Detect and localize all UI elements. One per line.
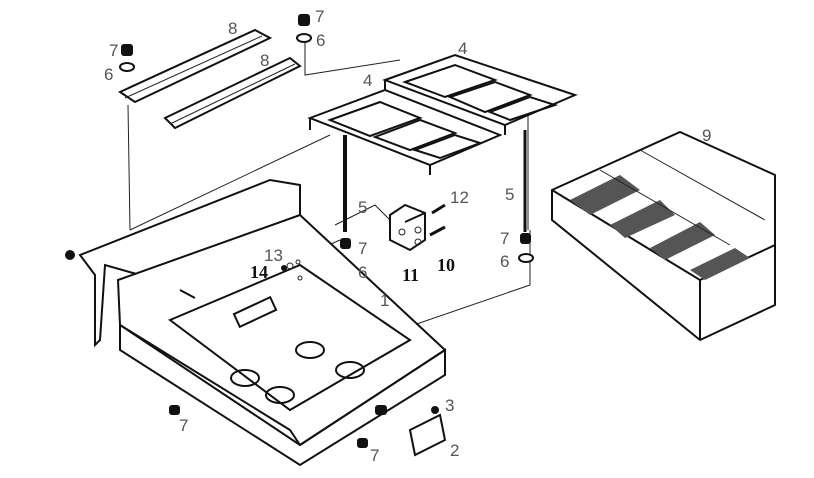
part-labels: 8 8 7 6 7 6 4 4 9 5 5 12 7 7 6 6 13 14 1… (104, 7, 711, 465)
label-washer: 6 (358, 263, 367, 282)
label-nut: 7 (500, 229, 509, 248)
label-rod: 5 (358, 198, 367, 217)
label-tray: 1 (380, 291, 389, 310)
label-nut: 7 (358, 239, 367, 258)
label-nut: 7 (315, 7, 324, 26)
clamp-part-2-3 (408, 406, 447, 457)
block-part-11 (389, 203, 446, 252)
label-bolt: 12 (450, 188, 469, 207)
label-cover: 9 (702, 126, 711, 145)
label-nut: 7 (109, 41, 118, 60)
label-grid: 4 (458, 39, 467, 58)
rail-part-8 (117, 28, 302, 130)
tray-part-1 (65, 178, 447, 467)
nut-washer-top-left (119, 44, 135, 72)
label-nut: 7 (179, 416, 188, 435)
label-block: 11 (402, 265, 419, 285)
label-screw: 13 (264, 246, 283, 265)
label-bracket: 10 (437, 255, 455, 275)
small-fasteners (169, 259, 387, 448)
label-washer: 6 (316, 31, 325, 50)
label-rail: 8 (260, 51, 269, 70)
label-nut: 7 (370, 446, 379, 465)
rod-part-5-left (338, 135, 354, 271)
label-rail: 8 (228, 19, 237, 38)
rod-part-5-right (518, 130, 534, 263)
label-washer: 6 (500, 252, 509, 271)
grid-part-4-left (307, 88, 503, 175)
label-rod: 5 (505, 185, 514, 204)
label-washer-small: 14 (250, 262, 268, 282)
label-clip: 3 (445, 396, 454, 415)
label-grid: 4 (363, 71, 372, 90)
cover-part-9 (551, 130, 776, 342)
label-clamp: 2 (450, 441, 459, 460)
nut-washer-top-mid (296, 14, 312, 43)
grid-part-4-right (382, 53, 578, 135)
label-washer: 6 (104, 65, 113, 84)
